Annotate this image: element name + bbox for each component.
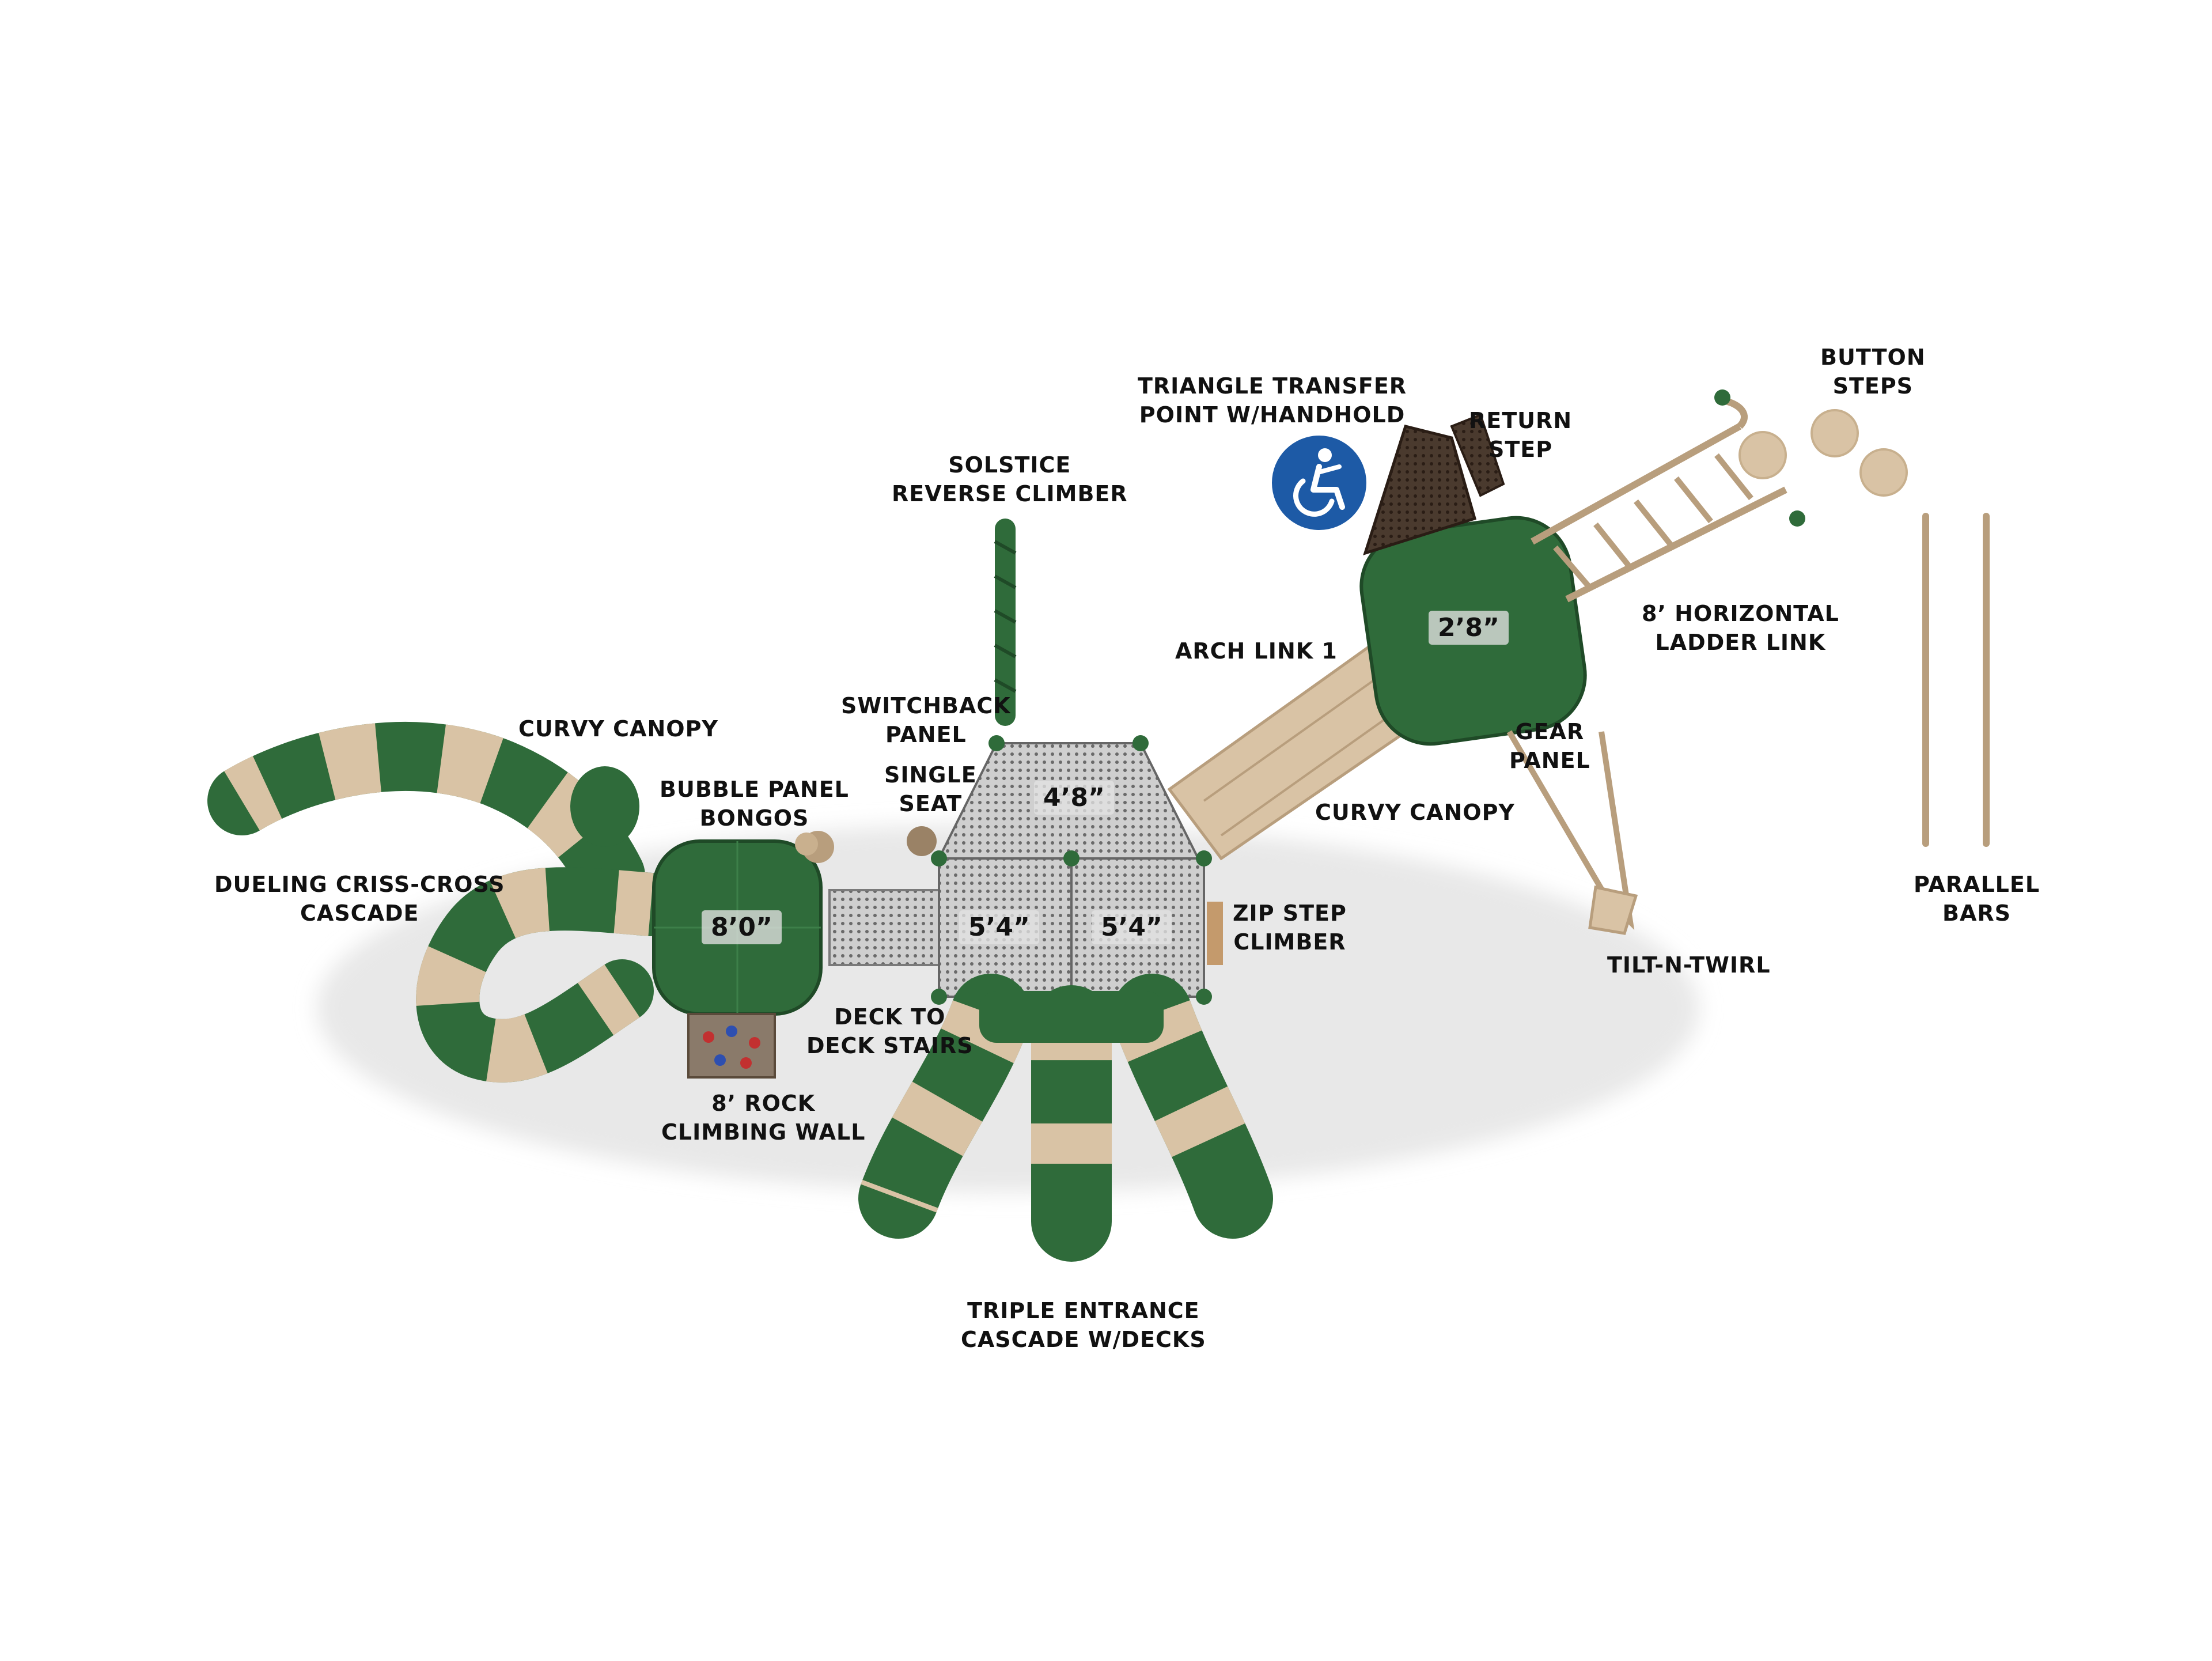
horizontal-ladder: [1531, 389, 1805, 603]
wheelchair-accessible-icon: [1272, 436, 1366, 530]
label-arch-link: ARCH LINK 1: [1175, 638, 1338, 664]
parallel-bar-left: [1922, 513, 1929, 847]
deck-bridge: [828, 889, 940, 966]
rock-wall: [687, 1013, 776, 1079]
tilt-n-twirl: [1506, 730, 1638, 935]
label-tilt-n-twirl: TILT-N-TWIRL: [1607, 952, 1771, 978]
return-step: [1450, 413, 1505, 497]
curvy-canopy-left: [570, 766, 639, 847]
height-canopy-left: 8’0”: [702, 910, 782, 944]
parallel-bar-right: [1983, 513, 1990, 847]
transfer-point: [1363, 425, 1477, 555]
height-deck-left: 5’4”: [959, 910, 1039, 944]
solstice-climber: [994, 519, 1017, 726]
button-step-2: [1810, 409, 1859, 457]
single-seat: [907, 826, 937, 856]
height-deck-right: 5’4”: [1092, 910, 1172, 944]
dueling-slide-upper: [207, 721, 645, 910]
zip-step: [1207, 902, 1223, 965]
button-step-1: [1738, 431, 1787, 479]
label-curvy-canopy-right: CURVY CANOPY: [1315, 800, 1515, 825]
height-canopy-right: 2’8”: [1429, 611, 1509, 645]
button-step-3: [1859, 448, 1908, 497]
height-top-deck: 4’8”: [1034, 781, 1114, 815]
triple-cascade: [858, 974, 1273, 1262]
label-curvy-canopy-left: CURVY CANOPY: [518, 716, 718, 741]
dueling-slide-lower: [416, 867, 683, 1083]
